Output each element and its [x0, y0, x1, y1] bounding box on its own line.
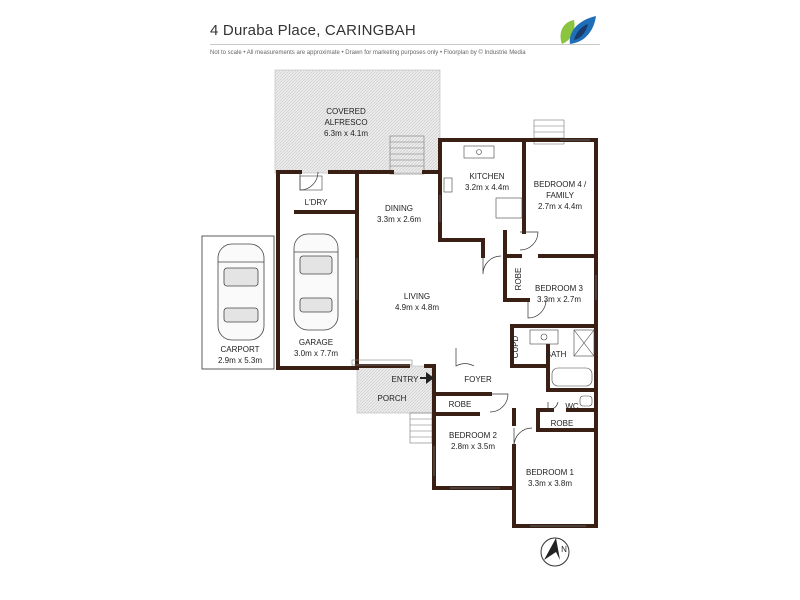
foyer-name: FOYER — [464, 375, 492, 384]
bed4-name-2: FAMILY — [546, 191, 575, 200]
bed4-size: 2.7m x 4.4m — [538, 202, 582, 211]
entry-arrow-icon — [426, 372, 434, 384]
kitchen-size: 3.2m x 4.4m — [465, 183, 509, 192]
logo-leaf-green — [560, 20, 575, 44]
north-compass-icon: N — [540, 537, 570, 567]
entry-name: ENTRY — [392, 375, 420, 384]
bed2-robe-name: ROBE — [449, 400, 472, 409]
kitchen-name: KITCHEN — [469, 172, 504, 181]
carport-size: 2.9m x 5.3m — [218, 356, 262, 365]
property-address-title: 4 Duraba Place, CARINGBAH — [210, 22, 416, 39]
walls — [276, 138, 598, 528]
alfresco-stairs — [389, 135, 425, 175]
dining-name: DINING — [385, 204, 413, 213]
garage-size: 3.0m x 7.7m — [294, 349, 338, 358]
alfresco-size: 6.3m x 4.1m — [324, 129, 368, 138]
bath-name: BATH — [546, 350, 567, 359]
bed1-robe-name: ROBE — [551, 419, 574, 428]
laundry-name: L'DRY — [305, 198, 328, 207]
header-divider — [210, 44, 600, 45]
bed2-size: 2.8m x 3.5m — [451, 442, 495, 451]
fixtures — [299, 145, 595, 407]
alfresco-area — [274, 69, 441, 174]
alfresco-name-2: ALFRESCO — [324, 118, 367, 127]
garage-car-icon — [293, 233, 339, 331]
garage-name: GARAGE — [299, 338, 333, 347]
living-size: 4.9m x 4.8m — [395, 303, 439, 312]
bed1-name: BEDROOM 1 — [526, 468, 575, 477]
bed2-name: BEDROOM 2 — [449, 431, 498, 440]
porch-name: PORCH — [378, 394, 407, 403]
disclaimer-text: Not to scale • All measurements are appr… — [210, 50, 526, 56]
brand-logo-icon — [560, 16, 596, 44]
alfresco-name-1: COVERED — [326, 107, 366, 116]
bed4-name-1: BEDROOM 4 / — [534, 180, 587, 189]
bed3-size: 3.3m x 2.7m — [537, 295, 581, 304]
door-swings — [299, 171, 559, 447]
carport-car-icon — [217, 243, 265, 341]
bed3-name: BEDROOM 3 — [535, 284, 584, 293]
carport-name: CARPORT — [221, 345, 260, 354]
living-name: LIVING — [404, 292, 430, 301]
bed1-size: 3.3m x 3.8m — [528, 479, 572, 488]
bed3-robe-name: ROBE — [514, 268, 523, 291]
carport-outline — [201, 235, 275, 370]
compass-label: N — [561, 545, 567, 554]
windows — [356, 139, 597, 527]
porch-steps — [409, 412, 433, 444]
dining-size: 3.3m x 2.6m — [377, 215, 421, 224]
cupboard-name: CUPD — [511, 335, 520, 358]
logo-leaf-dark — [574, 24, 588, 40]
wc-name: WC — [565, 402, 579, 411]
porch-area — [356, 365, 433, 414]
